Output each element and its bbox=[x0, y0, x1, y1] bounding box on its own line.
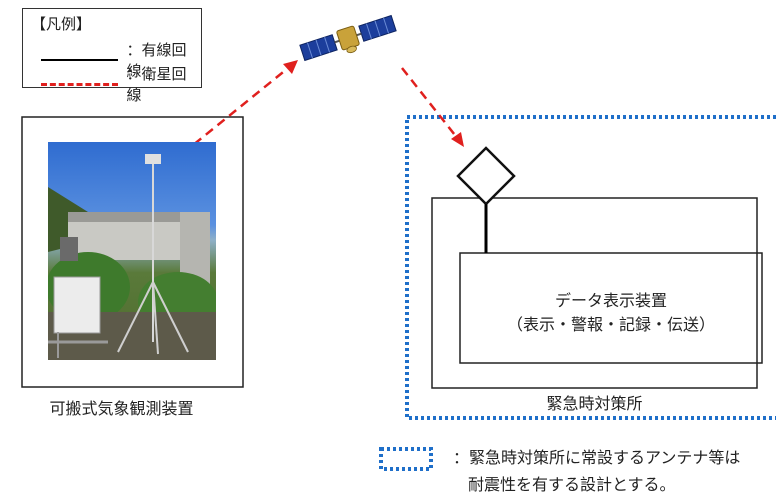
legend-wired-row: ：有線回線 bbox=[41, 39, 201, 81]
display-device-subtitle: （表示・警報・記録・伝送） bbox=[506, 315, 715, 334]
wired-line-sample bbox=[41, 59, 119, 61]
display-device-box bbox=[459, 252, 763, 364]
satellite-downlink bbox=[401, 67, 463, 145]
legend-satellite-label: ：衛星回線 bbox=[126, 65, 187, 104]
note-line-1: ：緊急時対策所に常設するアンテナ等は bbox=[453, 448, 741, 467]
legend-satellite-row: ：衛星回線 bbox=[41, 63, 201, 105]
device-label: 可搬式気象観測装置 bbox=[49, 399, 194, 418]
note-line-2: 耐震性を有する設計とする。 bbox=[468, 475, 676, 494]
device-frame bbox=[21, 116, 244, 388]
note-dotted-sample bbox=[379, 447, 433, 471]
legend-box: 【凡例】 ：有線回線 ：衛星回線 bbox=[22, 8, 202, 104]
weather-station-illustration bbox=[46, 154, 218, 360]
facility-boundary bbox=[405, 115, 776, 420]
facility-label: 緊急時対策所 bbox=[546, 394, 643, 413]
uplink-arrowhead bbox=[283, 60, 298, 74]
legend-wired-label: ：有線回線 bbox=[126, 41, 187, 80]
legend-title: 【凡例】 bbox=[31, 15, 92, 33]
satellite-line-sample bbox=[41, 82, 119, 86]
facility-box bbox=[431, 197, 758, 389]
antenna-diamond bbox=[456, 146, 516, 206]
downlink-arrowhead bbox=[451, 132, 464, 147]
satellite-icon bbox=[299, 14, 397, 62]
weather-station-photo bbox=[46, 142, 218, 360]
display-device-title: データ表示装置 bbox=[554, 291, 667, 310]
